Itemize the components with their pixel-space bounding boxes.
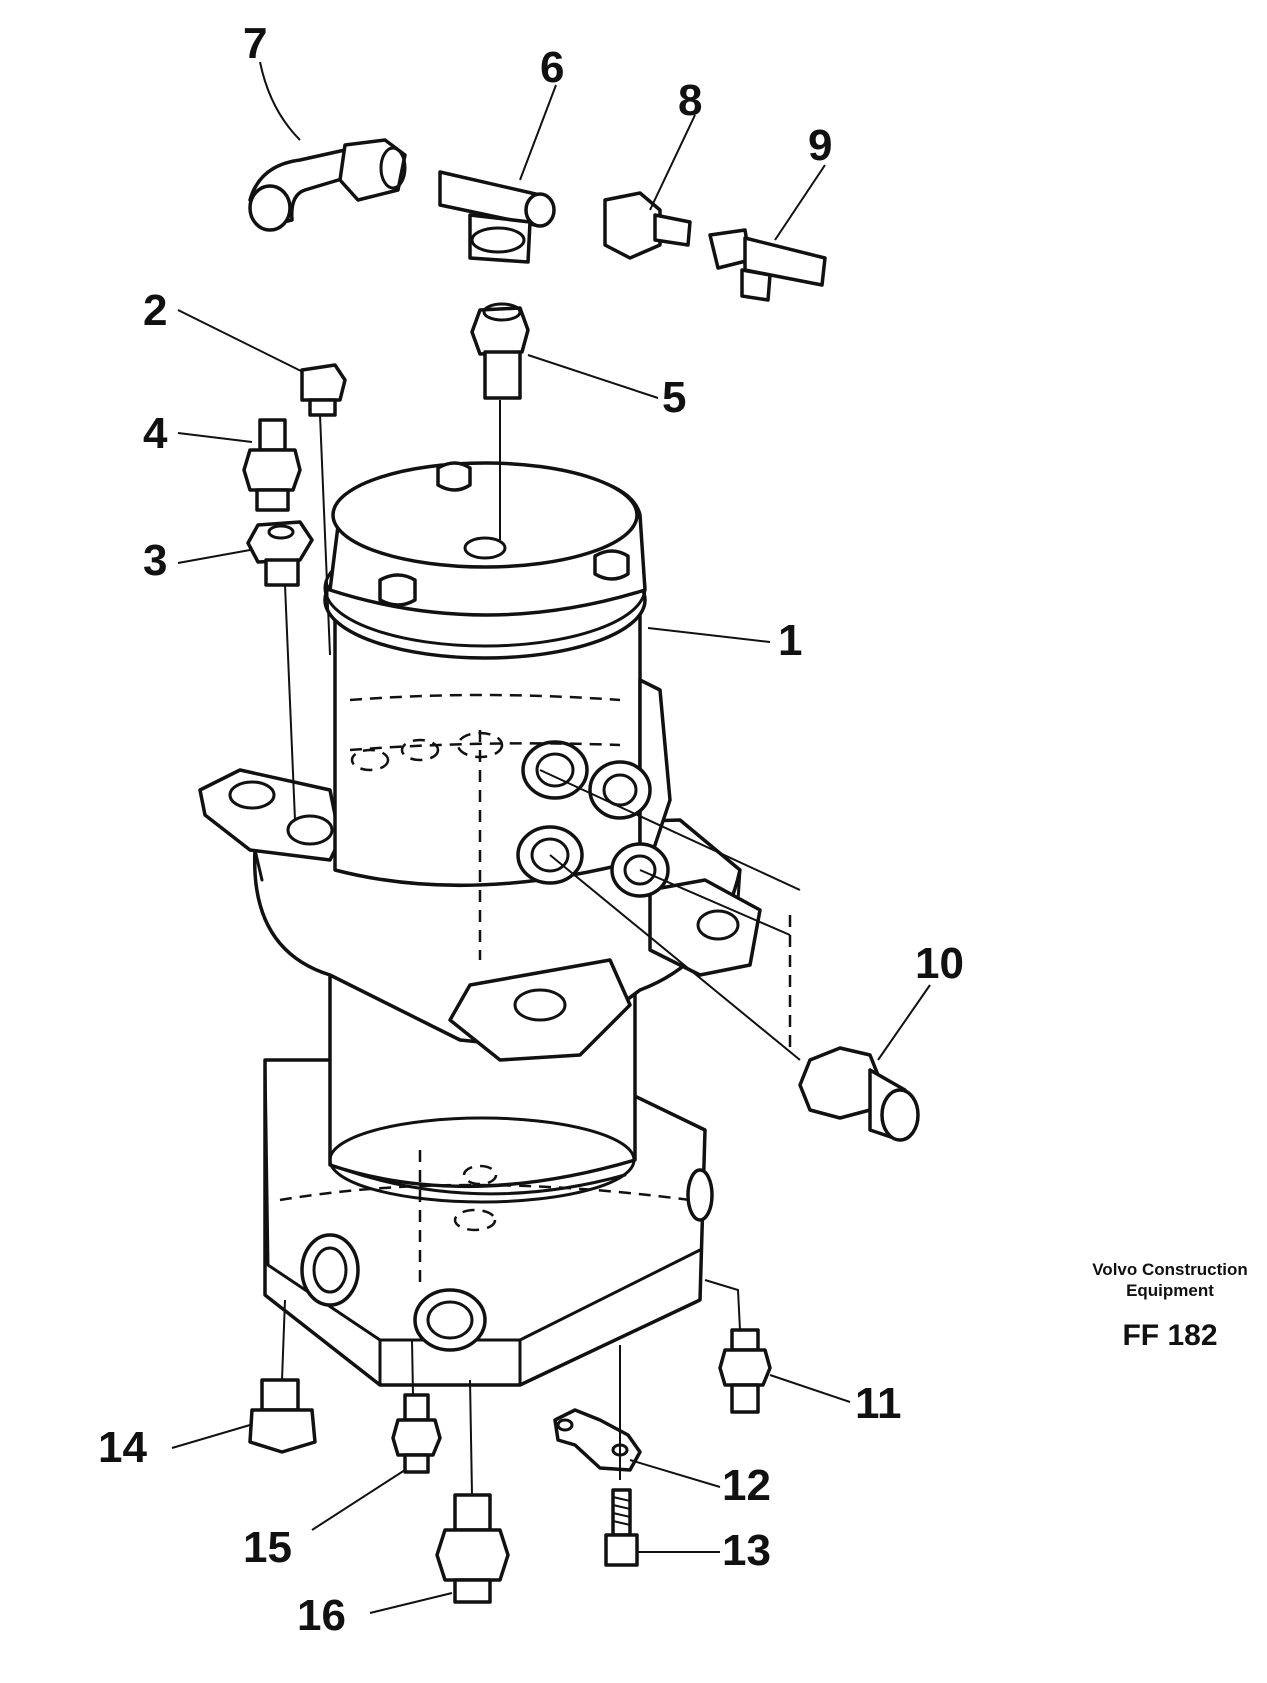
- part-label-5: 5: [662, 373, 686, 422]
- part-number-labels: 7 6 8 9 2 5 4 3 1 10 11 12 13 14 15 16: [98, 19, 964, 1640]
- part-label-9: 9: [808, 121, 832, 170]
- part-label-2: 2: [143, 286, 167, 335]
- part-label-15: 15: [243, 1523, 292, 1572]
- part-label-13: 13: [722, 1526, 771, 1575]
- part-label-10: 10: [915, 939, 964, 988]
- fitting-icon: [242, 138, 920, 1604]
- leader-lines: [171, 61, 931, 1614]
- assembly-lines: [281, 400, 801, 1496]
- brand-line-1: Volvo Construction: [1092, 1260, 1248, 1279]
- swivel-joint-housing-icon: [198, 461, 762, 1387]
- figure-id: FF 182: [1122, 1319, 1217, 1352]
- clamp-icon: [553, 1408, 642, 1472]
- brand-line-2: Equipment: [1126, 1281, 1214, 1300]
- port-bosses: [516, 740, 670, 898]
- plug-icon: [248, 1378, 317, 1454]
- part-label-4: 4: [143, 409, 168, 458]
- figure-caption: Volvo Construction Equipment FF 182: [1092, 1260, 1248, 1352]
- part-label-3: 3: [143, 536, 167, 585]
- part-label-12: 12: [722, 1461, 771, 1510]
- part-label-16: 16: [297, 1591, 346, 1640]
- screw-icon: [604, 1488, 639, 1567]
- cap-bolts: [378, 461, 630, 607]
- part-label-6: 6: [540, 43, 564, 92]
- part-label-8: 8: [678, 76, 702, 125]
- part-label-11: 11: [855, 1379, 902, 1428]
- part-label-14: 14: [98, 1423, 147, 1472]
- part-label-7: 7: [243, 19, 267, 68]
- part-label-1: 1: [778, 616, 802, 665]
